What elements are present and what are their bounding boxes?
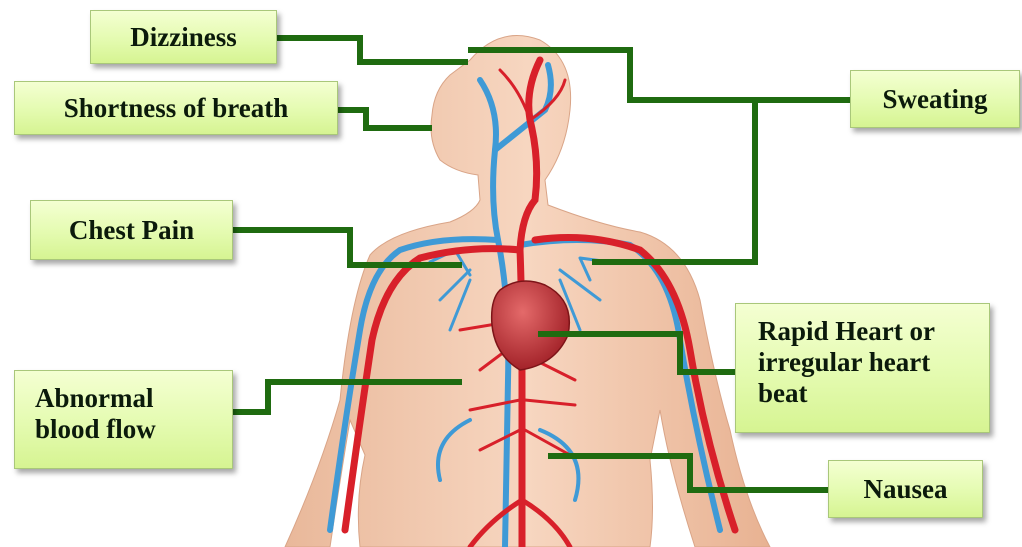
label-rapid-heart: Rapid Heart or irregular heart beat [735,303,990,433]
label-chest-pain: Chest Pain [30,200,233,260]
label-sweating: Sweating [850,70,1020,128]
connector-shortness-of-breath [338,110,432,128]
label-shortness-of-breath: Shortness of breath [14,81,338,135]
label-dizziness: Dizziness [90,10,277,64]
label-chest-pain-text: Chest Pain [69,215,194,246]
label-sweating-text: Sweating [882,84,987,115]
label-rapid-heart-line2: irregular heart [758,347,935,378]
label-rapid-heart-line3: beat [758,378,935,409]
label-abnormal-blood-flow: Abnormal blood flow [14,370,233,469]
label-abnormal-blood-flow-line1: Abnormal [35,383,156,414]
connector-dizziness [277,38,468,62]
label-shortness-of-breath-text: Shortness of breath [64,93,289,124]
label-rapid-heart-line1: Rapid Heart or [758,316,935,347]
label-dizziness-text: Dizziness [130,22,236,53]
label-nausea: Nausea [828,460,983,518]
label-nausea-text: Nausea [863,474,947,505]
label-abnormal-blood-flow-line2: blood flow [35,414,156,445]
